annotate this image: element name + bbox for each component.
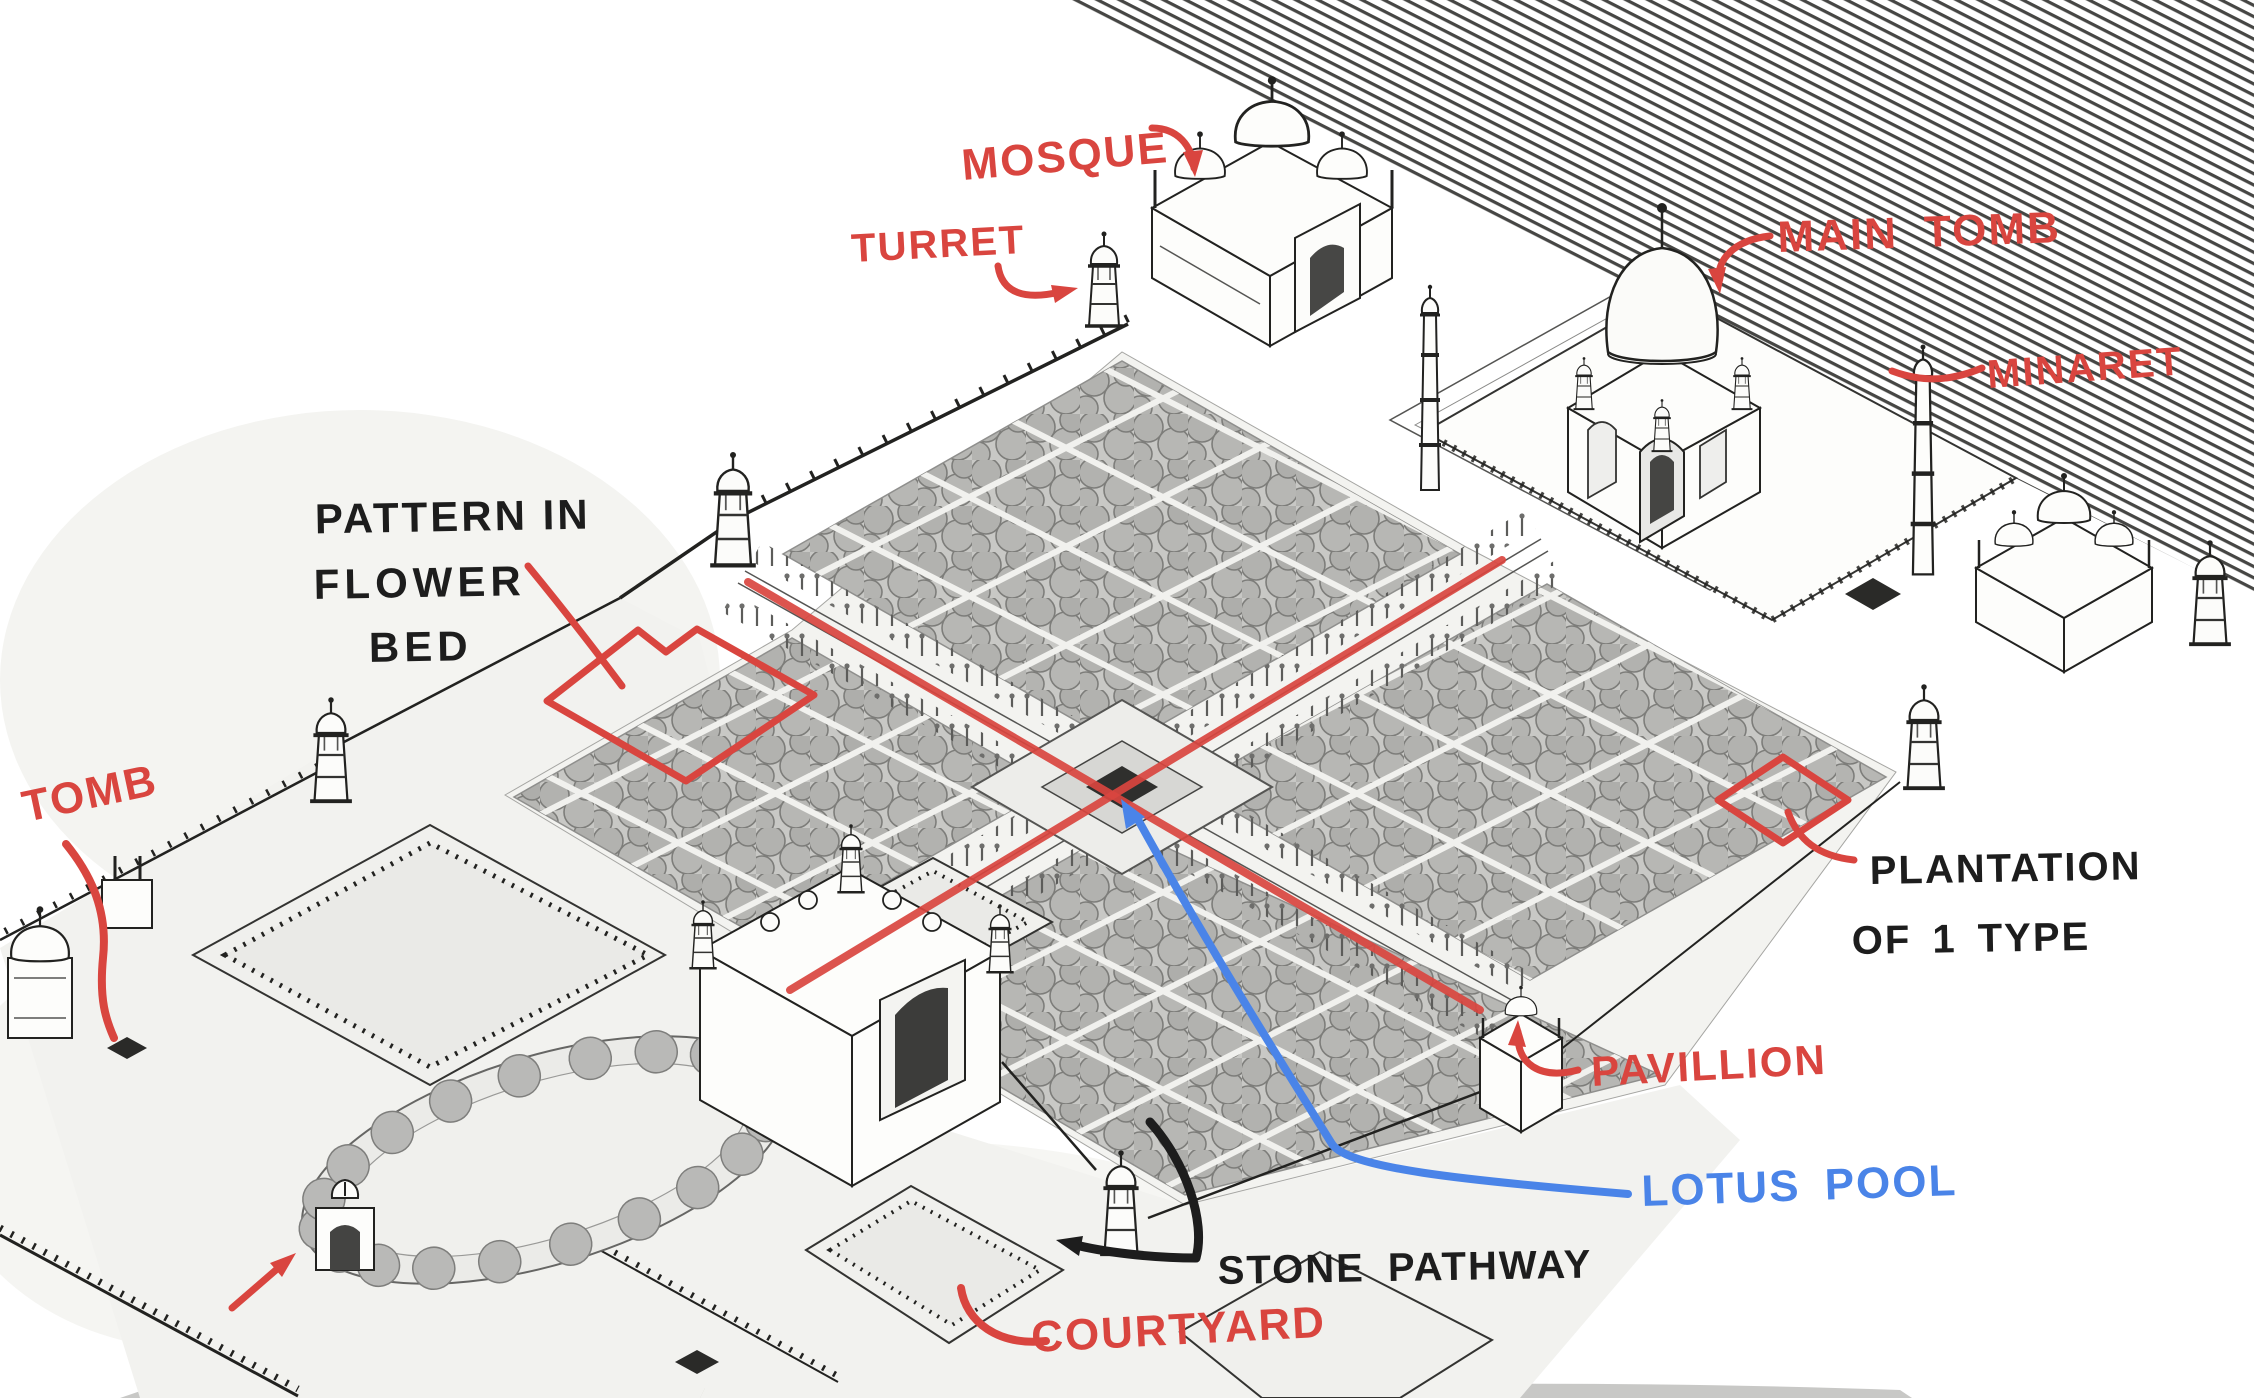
sunken-court-west — [190, 823, 668, 1087]
mosque-drawing — [1149, 74, 1395, 348]
forecourt-gate-arrowhead — [270, 1253, 296, 1277]
main-tomb-arrowhead — [1708, 267, 1726, 294]
minaret-pointer — [1888, 364, 1986, 383]
forecourt-gate-pointer — [228, 1259, 288, 1312]
mosque-label: MOSQUE — [960, 123, 1171, 190]
courtyard-pointer — [957, 1284, 1050, 1346]
stone-pathway-pointer — [1067, 1117, 1204, 1263]
boundary-walls — [0, 314, 1901, 1398]
turret-arrowhead — [1051, 285, 1078, 303]
lotus-pool-pointer — [1132, 812, 1632, 1198]
sunken-court-southeast — [804, 1184, 1065, 1345]
side-tomb-building — [7, 905, 73, 1039]
pattern-flower-bed-line2: FLOWER — [313, 557, 526, 608]
jawab-building-drawing — [1973, 472, 2155, 674]
wall-turret-northwest — [1083, 229, 1125, 328]
plantation-label: PLANTATION OF 1 TYPE — [1851, 844, 2142, 963]
axis-overlay-lines — [744, 556, 1506, 1014]
plantation-pointer — [1784, 808, 1858, 864]
main-tomb-label: MAIN TOMB — [1777, 203, 2062, 262]
small-shrine — [101, 856, 153, 929]
lotus-pool-arrowhead — [1121, 799, 1145, 829]
east-corner-turret — [1901, 682, 1947, 791]
pattern-flower-bed-label: PATTERN IN FLOWER BED — [313, 491, 591, 671]
stone-pathway-label: STONE PATHWAY — [1217, 1242, 1592, 1293]
plantation-line1: PLANTATION — [1869, 844, 2142, 893]
mosque-arrowhead — [1183, 150, 1203, 177]
forecourt-gatehouse — [315, 1178, 375, 1271]
north-south-axis-line — [786, 556, 1506, 994]
pattern-flower-bed-line1: PATTERN IN — [314, 491, 591, 543]
stone-pathway-arrowhead — [1056, 1236, 1083, 1256]
sunken-court-south-partial — [1178, 1250, 1495, 1398]
flower-bed-outline — [543, 625, 818, 785]
turret-pointer — [994, 262, 1064, 299]
tomb-pointer — [62, 840, 118, 1042]
turret-label: TURRET — [850, 218, 1026, 271]
west-garden-pavilion — [710, 452, 756, 565]
lotus-pool-label: LOTUS POOL — [1641, 1156, 1959, 1216]
plantation-outline — [1714, 753, 1852, 847]
plot-marker — [675, 1350, 719, 1374]
pavillion-arrowhead — [1508, 1020, 1526, 1047]
plantation-line2: OF 1 TYPE — [1851, 915, 2090, 963]
pattern-flower-bed-pointer — [524, 562, 626, 690]
plot-marker — [107, 1037, 147, 1059]
pattern-flower-bed-line3: BED — [369, 622, 473, 671]
main-tomb-drawing — [1417, 203, 2019, 625]
